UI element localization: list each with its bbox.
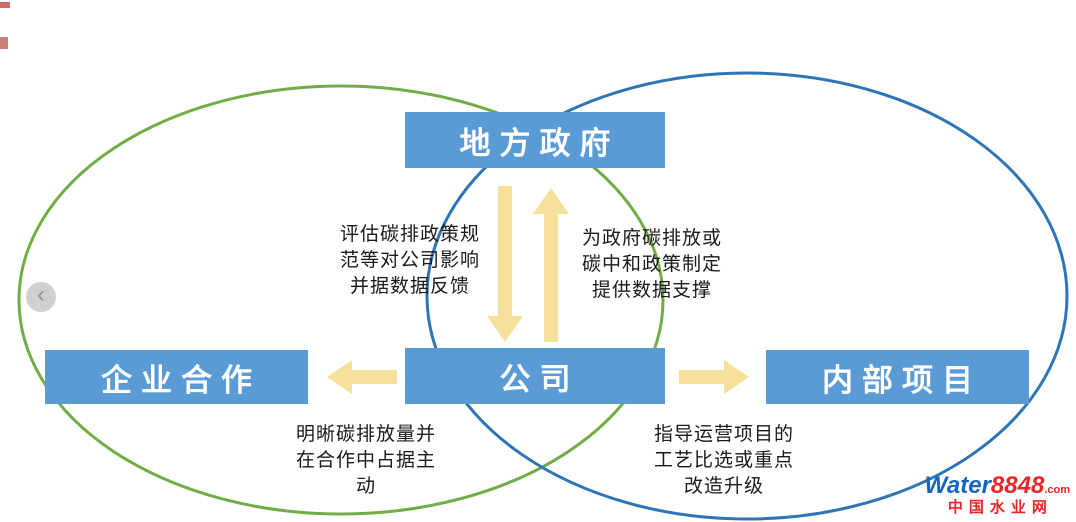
arrow-up-icon	[533, 188, 569, 342]
node-enterprise-cooperation: 企业合作	[45, 350, 308, 404]
node-internal-project: 内部项目	[766, 350, 1029, 404]
logo-number-text: 8848	[990, 472, 1045, 500]
node-local-government: 地方政府	[405, 112, 665, 168]
green-ellipse	[17, 84, 665, 516]
node-company: 公司	[405, 348, 665, 404]
carousel-prev-button[interactable]: ‹	[26, 282, 56, 312]
arrow-right-icon	[679, 360, 749, 394]
arrow-left-icon	[327, 360, 397, 394]
logo-wordmark: Water8848.com	[925, 473, 1070, 498]
logo-brand-text: Water	[924, 472, 991, 500]
logo-domain-text: .com	[1044, 484, 1070, 497]
blue-ellipse	[425, 71, 1069, 521]
arrow-down-icon	[487, 186, 523, 342]
annotation-company-to-cooperation: 明晰碳排放量并 在合作中占据主 动	[295, 424, 436, 497]
annotation-company-to-gov: 为政府碳排放或 碳中和政策制定 提供数据支撑	[581, 228, 722, 301]
logo-subtitle: 中国水业网	[947, 499, 1053, 517]
annotation-gov-to-company: 评估碳排政策规 范等对公司影响 并据数据反馈	[339, 224, 480, 297]
chevron-left-icon: ‹	[37, 281, 45, 308]
annotation-company-to-internal: 指导运营项目的 工艺比选或重点 改造升级	[653, 424, 794, 497]
water8848-logo: Water8848.com 中国水业网	[925, 473, 1070, 516]
